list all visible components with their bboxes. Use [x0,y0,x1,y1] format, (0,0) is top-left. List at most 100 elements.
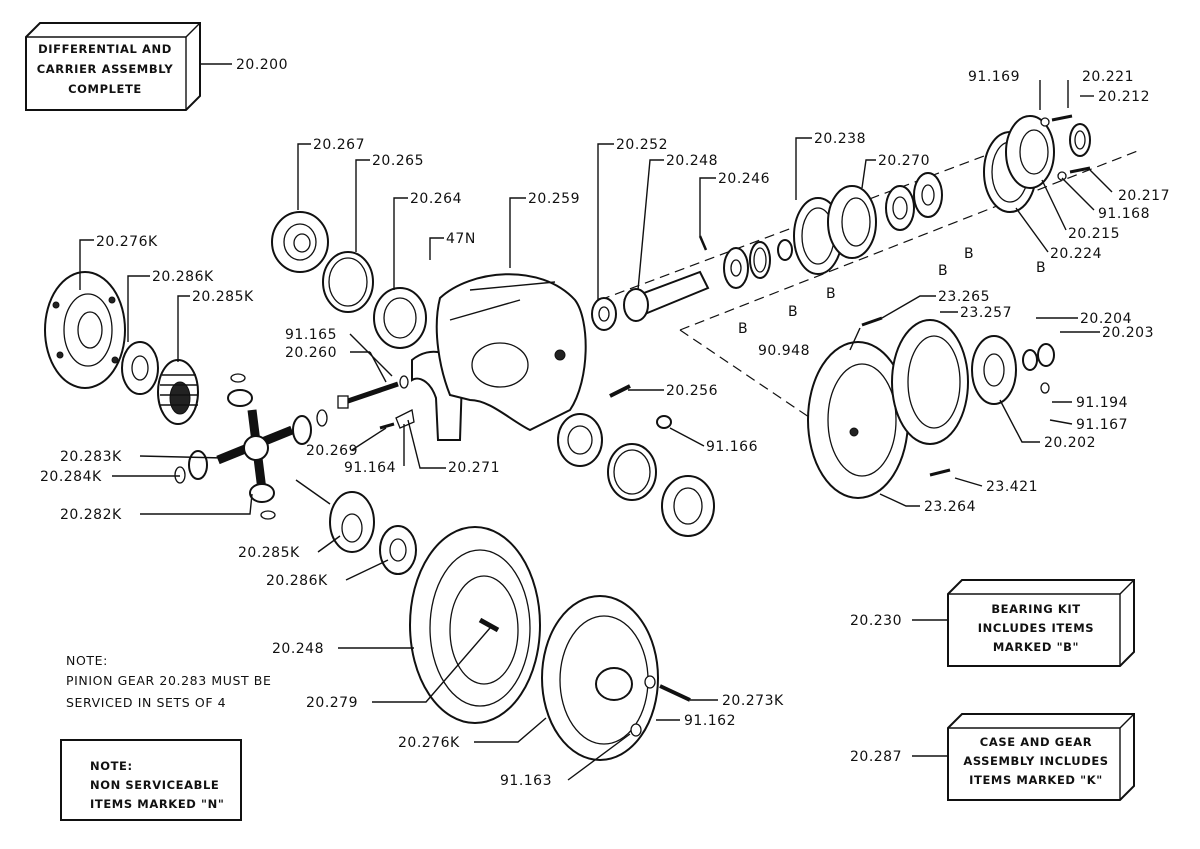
label-91-169: 91.169 [968,69,1020,85]
label-b-2: B [788,304,798,320]
drive-pinion [623,270,710,322]
label-20-287: 20.287 [850,749,902,765]
label-20-204: 20.204 [1080,311,1132,327]
brake-backing-plate [807,341,909,499]
pinion-bearing-rear [591,297,617,331]
label-20-270: 20.270 [878,153,930,169]
bearing-kit-line-3: MARKED "B" [993,640,1079,654]
label-20-285k-lower: 20.285K [238,545,300,561]
label-91-165: 91.165 [285,327,337,343]
thrust-washer-lower [379,525,417,575]
label-23-257: 23.257 [960,305,1012,321]
label-20-200: 20.200 [236,57,288,73]
label-20-267: 20.267 [313,137,365,153]
label-91-166: 91.166 [706,439,758,455]
label-b-3: B [826,286,836,302]
pinion-retainer-bearing [885,185,915,231]
label-b-4: B [938,263,948,279]
carrier-housing [435,273,587,432]
label-20-217: 20.217 [1118,188,1170,204]
label-20-238: 20.238 [814,131,866,147]
label-20-279: 20.279 [306,695,358,711]
label-20-273k: 20.273K [722,693,784,709]
pinion-retainer [827,185,877,259]
side-gear-left [157,359,199,425]
label-23-264: 23.264 [924,499,976,515]
label-90-948: 90.948 [758,343,810,359]
adjuster-nut-left [373,287,427,349]
drum-screw [929,468,951,477]
label-20-246: 20.246 [718,171,770,187]
label-20-265: 20.265 [372,153,424,169]
label-20-248-ring: 20.248 [272,641,324,657]
assembly-box-line-1: DIFFERENTIAL AND [38,42,172,56]
label-20-271: 20.271 [448,460,500,476]
bearing-kit-box: BEARING KIT INCLUDES ITEMS MARKED "B" [947,579,1135,667]
label-23-265: 23.265 [938,289,990,305]
case-gear-line-3: ITEMS MARKED "K" [969,773,1103,787]
note-n-box: NOTE: NON SERVICEABLE ITEMS MARKED "N" [60,739,242,821]
drive-flange [971,335,1017,405]
label-20-264: 20.264 [410,191,462,207]
pinion-retainer-cone [913,172,943,218]
pinion-note-line-2: PINION GEAR 20.283 MUST BE [66,673,271,688]
label-20-285k-upper: 20.285K [192,289,254,305]
thrust-washer-left [121,341,159,395]
pinion-note: NOTE: PINION GEAR 20.283 MUST BE SERVICE… [66,653,271,710]
label-20-283k: 20.283K [60,449,122,465]
label-b-1: B [738,321,748,337]
note-n-line-2: NON SERVICEABLE [90,778,219,792]
pinion-pin [698,235,708,251]
bearing-kit-line-1: BEARING KIT [991,602,1080,616]
label-20-259: 20.259 [528,191,580,207]
retainer-cover [1005,115,1055,189]
label-91-167: 91.167 [1076,417,1128,433]
case-half-flange [44,271,126,389]
label-20-215: 20.215 [1068,226,1120,242]
case-gear-box: CASE AND GEAR ASSEMBLY INCLUDES ITEMS MA… [947,713,1135,801]
case-gear-line-2: ASSEMBLY INCLUDES [963,754,1108,768]
label-20-224: 20.224 [1050,246,1102,262]
case-gear-line-1: CASE AND GEAR [980,735,1092,749]
label-47n: 47N [446,231,476,247]
case-bolt [644,675,691,702]
label-20-269: 20.269 [306,443,358,459]
leader-lines [79,63,1113,781]
label-91-163: 91.163 [500,773,552,789]
assembly-box-line-2: CARRIER ASSEMBLY [37,62,174,76]
label-b-5: B [964,246,974,262]
assembly-box: DIFFERENTIAL AND CARRIER ASSEMBLY COMPLE… [25,22,201,111]
differential-case [541,595,659,761]
flange-washer-nut [1022,343,1055,394]
part-labels: 20.200 20.267 20.265 20.264 47N 20.259 2… [40,57,1170,789]
label-b-6: B [1036,260,1046,276]
brake-drum [891,319,969,445]
label-20-284k: 20.284K [40,469,102,485]
pinion-bearing-cup-front [749,241,771,279]
brake-adjust-screw [861,316,883,327]
pinion-note-line-3: SERVICED IN SETS OF 4 [66,695,226,710]
label-91-168: 91.168 [1098,206,1150,222]
cover-bolts [1040,114,1091,181]
ring-gear-bolt [478,617,500,633]
label-91-162: 91.162 [684,713,736,729]
carrier-cup-right [607,443,657,501]
label-91-194: 91.194 [1076,395,1128,411]
note-n-line-1: NOTE: [90,759,133,773]
label-20-256: 20.256 [666,383,718,399]
adjuster-nut-right [661,475,715,537]
label-20-286k-upper: 20.286K [152,269,214,285]
label-20-248-pinion: 20.248 [666,153,718,169]
label-20-286k-lower: 20.286K [266,573,328,589]
assembly-box-line-3: COMPLETE [68,82,142,96]
spacer-ring [777,239,793,261]
pinion-note-line-1: NOTE: [66,653,108,668]
carrier-bearing-right [557,413,603,467]
cap-bolt [337,375,409,409]
bearing-cone-left [271,211,329,273]
label-20-252: 20.252 [616,137,668,153]
label-20-276k-flange: 20.276K [96,234,158,250]
label-20-276k-case: 20.276K [398,735,460,751]
label-20-282k: 20.282K [60,507,122,523]
